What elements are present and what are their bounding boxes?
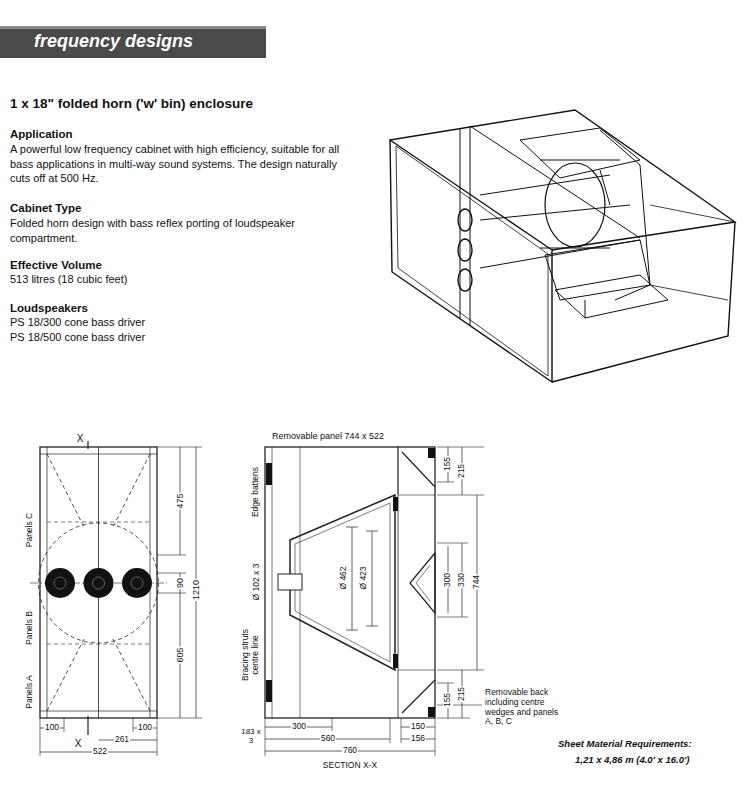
material-note: Sheet Material Requirements:	[558, 739, 692, 750]
header-banner	[0, 26, 266, 58]
banner-text: frequency designs	[34, 31, 193, 52]
body-text: PS 18/300 cone bass driver	[10, 316, 145, 329]
body-text: A powerful low frequency cabinet with hi…	[10, 142, 345, 186]
section-heading: Loudspeakers	[10, 302, 88, 315]
section-heading: Application	[10, 128, 73, 141]
body-text: Folded horn design with bass reflex port…	[10, 216, 340, 245]
view-caption: SECTION X-X	[323, 761, 377, 771]
isometric-view	[390, 110, 735, 382]
panel-label: Panels A	[25, 675, 35, 709]
dimension: 300	[443, 572, 453, 588]
dimension: Ø 102 x 3	[252, 564, 262, 601]
dimension: 90	[175, 577, 185, 589]
section-heading: Cabinet Type	[10, 202, 81, 215]
dimension: 100	[137, 723, 153, 733]
dimension: 560	[320, 734, 336, 744]
dimension: 744	[472, 574, 482, 590]
dimension: 183 x 3	[240, 727, 262, 745]
edge-battens	[266, 448, 435, 717]
dimension: 155	[443, 692, 453, 708]
dimension: 150	[410, 722, 426, 732]
callout-note: Bracing struts centre line	[241, 622, 261, 688]
dimension: 300	[291, 722, 307, 732]
section-view	[265, 446, 484, 756]
dimension: Ø 462	[339, 565, 349, 590]
dimension: 100	[44, 723, 60, 733]
dimension: 1210	[191, 579, 201, 601]
dimension: 475	[175, 492, 185, 509]
dimension: 605	[175, 646, 185, 663]
dimension: 330	[457, 572, 467, 588]
body-text: PS 18/500 cone bass driver	[10, 331, 145, 344]
panel-label: Panels B	[25, 611, 35, 645]
dimension: 522	[92, 747, 108, 757]
dimension: 215	[457, 463, 467, 479]
driver-rings	[54, 577, 143, 589]
dimension: 261	[114, 735, 130, 745]
dimension: Ø 423	[359, 565, 369, 590]
material-note: 1,21 x 4,86 m (4.0' x 16.0')	[575, 755, 689, 766]
callout-note: Removable panel 744 x 522	[272, 431, 384, 441]
dimension: 215	[457, 686, 467, 702]
callout-note: Edge battens	[251, 467, 261, 517]
section-heading: Effective Volume	[10, 259, 102, 272]
front-view	[30, 441, 202, 756]
section-marker: X	[75, 738, 82, 750]
body-text: 513 litres (18 cubic feet)	[10, 273, 127, 286]
dimension: 760	[342, 746, 358, 756]
panel-label: Panels C	[25, 513, 35, 548]
dimension: 155	[443, 456, 453, 472]
page-title: 1 x 18" folded horn ('w' bin) enclosure	[10, 96, 253, 111]
callout-note: Removable back including centre wedges a…	[485, 688, 563, 727]
dimension: 156	[410, 734, 426, 744]
driver-symbols	[45, 568, 152, 598]
banner-edge	[0, 26, 266, 29]
section-marker: X	[77, 433, 84, 445]
